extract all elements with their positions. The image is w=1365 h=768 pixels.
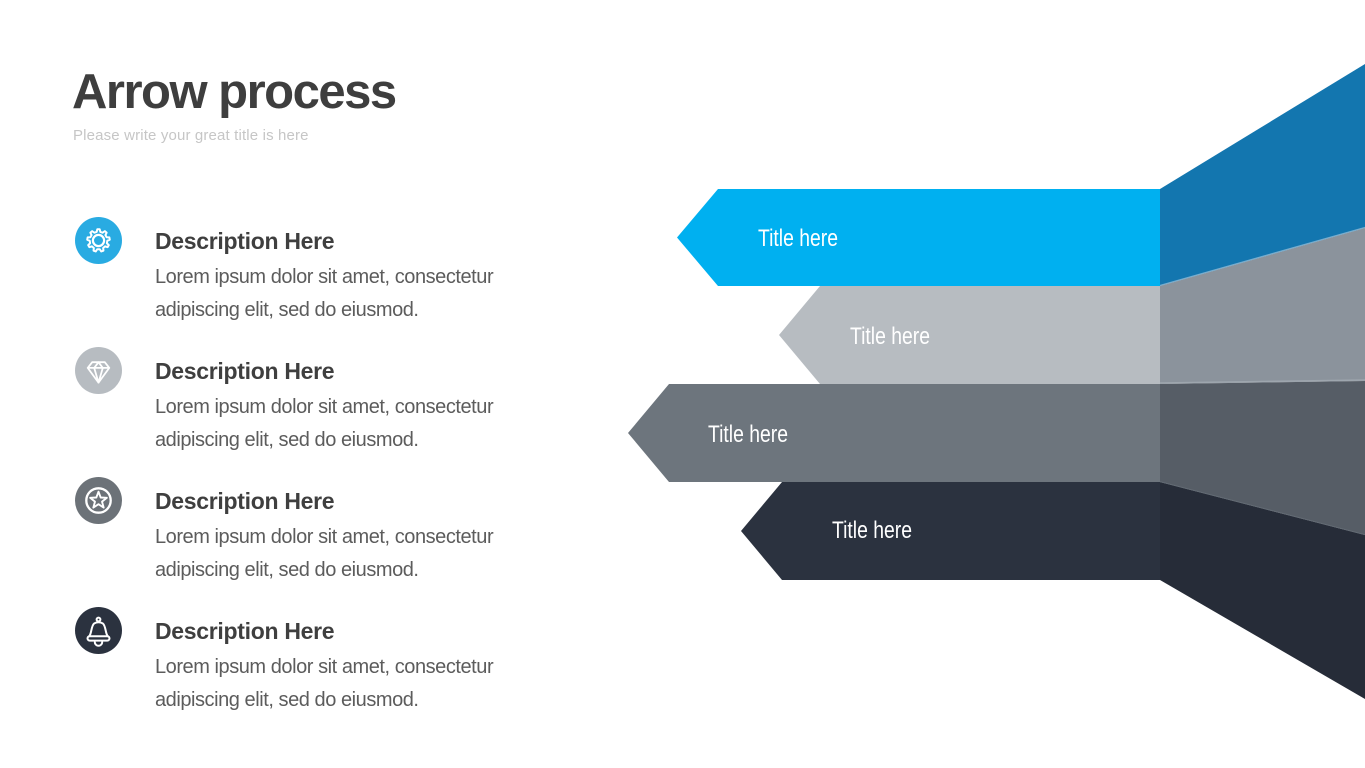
svg-text:Title here: Title here xyxy=(708,421,788,448)
svg-text:Title here: Title here xyxy=(832,517,912,544)
svg-text:Title here: Title here xyxy=(758,225,838,252)
svg-text:Title here: Title here xyxy=(850,323,930,350)
